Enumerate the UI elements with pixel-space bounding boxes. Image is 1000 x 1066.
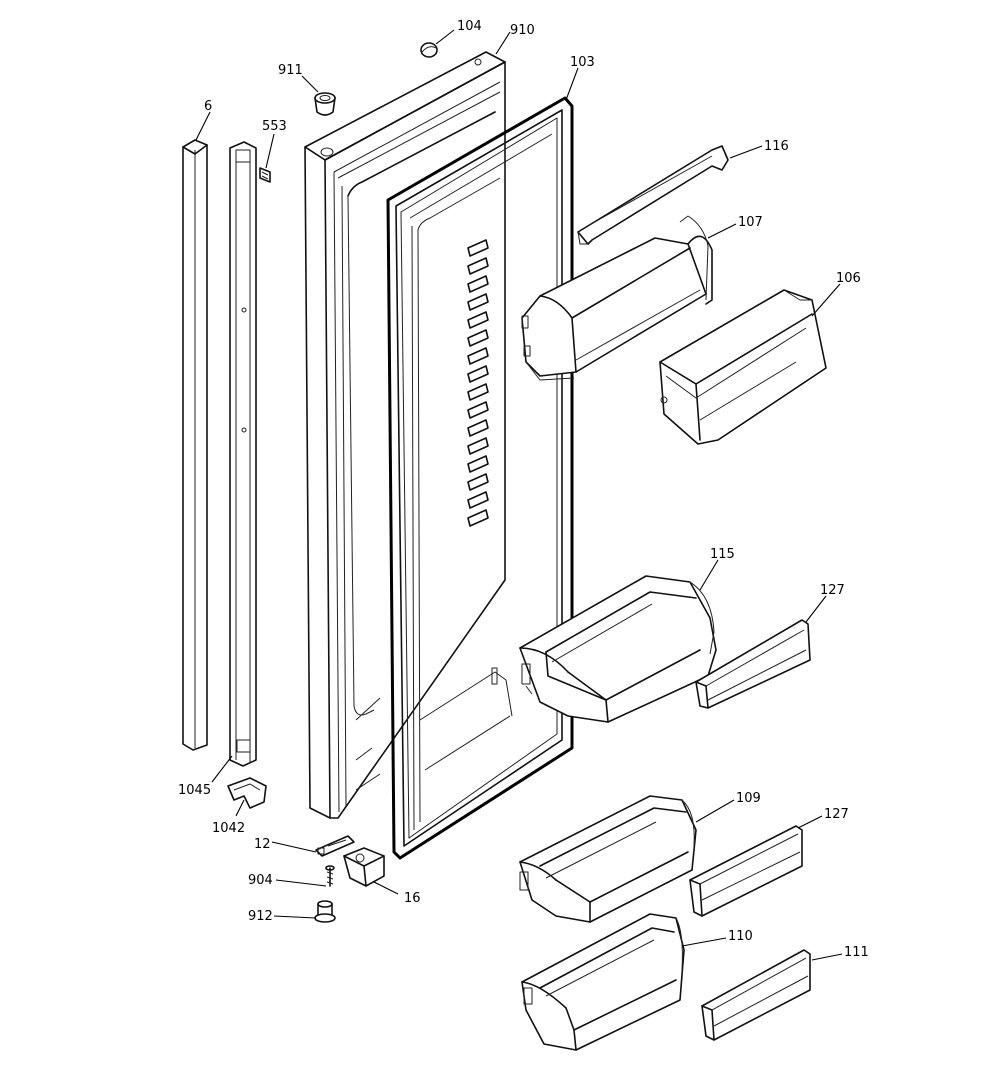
part-553-screw (259, 167, 271, 183)
label-904: 904 (248, 873, 273, 888)
label-116: 116 (764, 139, 789, 154)
part-115-door-shelf (519, 575, 717, 723)
part-1042-bracket (227, 777, 267, 809)
label-911: 911 (278, 63, 303, 78)
label-127-upper: 127 (820, 583, 845, 598)
part-104-clip (420, 42, 438, 58)
part-12-hinge-plate (315, 835, 355, 857)
part-16-hinge-block (343, 847, 385, 887)
part-910-door-shell (304, 51, 506, 819)
leader-lines (195, 29, 843, 961)
part-110-bottom-bin (521, 913, 685, 1051)
label-103: 103 (570, 55, 595, 70)
label-910: 910 (510, 23, 535, 38)
part-912-bushing (314, 900, 336, 923)
label-12: 12 (254, 837, 271, 852)
part-127-upper-shelf-front (695, 619, 811, 709)
callout-labels: 104 910 911 103 6 553 116 107 106 115 12… (178, 19, 869, 960)
label-106: 106 (836, 271, 861, 286)
label-553: 553 (262, 119, 287, 134)
part-109-lower-bin (519, 795, 697, 923)
label-1042: 1042 (212, 821, 245, 836)
part-103-gasket-frame (386, 96, 574, 860)
label-111: 111 (844, 945, 869, 960)
label-107: 107 (738, 215, 763, 230)
part-127-lower-shelf-front (689, 825, 803, 917)
label-115: 115 (710, 547, 735, 562)
part-111-bottom-panel (701, 949, 811, 1041)
label-127-lower: 127 (824, 807, 849, 822)
part-1045-channel-strip (229, 141, 257, 767)
part-116-top-rail (577, 145, 729, 245)
bin-hook-column (467, 239, 489, 527)
label-110: 110 (728, 929, 753, 944)
label-912: 912 (248, 909, 273, 924)
part-107-dairy-bin (521, 215, 713, 381)
part-904-screw (325, 865, 335, 887)
label-104: 104 (457, 19, 482, 34)
label-16: 16 (404, 891, 421, 906)
part-106-clear-bin (659, 289, 827, 445)
part-911-plug (314, 92, 336, 116)
label-6: 6 (204, 99, 212, 114)
label-1045: 1045 (178, 783, 211, 798)
part-6-trim-strip (182, 139, 208, 751)
label-109: 109 (736, 791, 761, 806)
